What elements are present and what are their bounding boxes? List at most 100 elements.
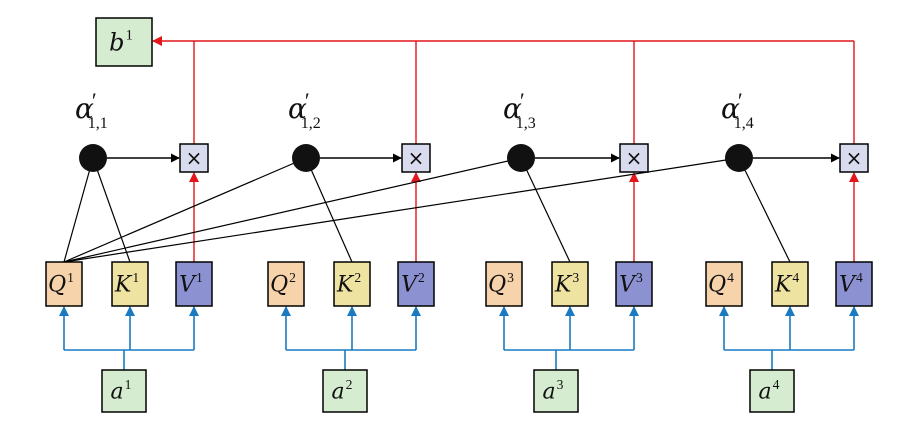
input-box-3-label-sup: 3	[557, 377, 564, 392]
key-box-4-label-sup: 4	[792, 270, 799, 285]
key-box-4-label: K4	[774, 270, 799, 298]
query-to-score-line	[63, 157, 94, 263]
query-to-score-line	[63, 157, 307, 263]
multiply-icon: ×	[626, 146, 643, 170]
input-box-4-box	[749, 369, 795, 413]
key-box-3-label: K3	[554, 270, 579, 298]
multiply-box	[839, 143, 869, 173]
input-box-2: a2	[322, 369, 368, 413]
key-box-1: K1	[111, 261, 149, 307]
query-box-3-label-base: Q	[488, 273, 506, 298]
input-box-4-label-base: a	[759, 380, 772, 405]
query-box-3-box	[485, 261, 523, 307]
key-box-2: K2	[333, 261, 371, 307]
key-to-score-line	[520, 157, 571, 263]
input-box-2-label-sup: 2	[346, 377, 353, 392]
input-box-1-label-base: a	[111, 380, 124, 405]
multiply-box	[401, 143, 431, 173]
attention-weight-subscript: 1,3	[516, 115, 536, 132]
key-box-1-label-sup: 1	[132, 270, 139, 285]
key-box-3-label-sup: 3	[572, 270, 579, 285]
query-box-4: Q4	[705, 261, 743, 307]
key-box-1-box	[111, 261, 149, 307]
query-box-4-label: Q4	[708, 270, 734, 298]
query-box-1-box	[45, 261, 83, 307]
query-box-2-label-sup: 2	[289, 270, 296, 285]
key-box-2-label-sup: 2	[354, 270, 361, 285]
query-box-1-label-base: Q	[48, 273, 66, 298]
key-box-1-label-base: K	[114, 273, 133, 298]
input-box-4-label-sup: 4	[773, 377, 780, 392]
value-box-3-label-sup: 3	[636, 270, 643, 285]
query-box-4-label-base: Q	[708, 273, 726, 298]
input-box-3: a3	[533, 369, 579, 413]
query-box-2-box	[267, 261, 305, 307]
value-box-1-label-sup: 1	[196, 270, 203, 285]
input-box-2-label: a2	[332, 377, 353, 405]
value-box-4: V4	[835, 261, 873, 307]
attention-weight-subscript: 1,2	[301, 115, 321, 132]
input-box-2-box	[322, 369, 368, 413]
query-box-3-label-sup: 3	[507, 270, 514, 285]
key-box-2-label-base: K	[336, 273, 355, 298]
key-box-4-label-base: K	[774, 273, 793, 298]
multiply-icon: ×	[186, 146, 203, 170]
key-box-4-box	[771, 261, 809, 307]
value-box-2-box	[397, 261, 435, 307]
query-box-4-label-sup: 4	[727, 270, 734, 285]
input-box-4: a4	[749, 369, 795, 413]
input-box-2-label-base: a	[332, 380, 345, 405]
input-box-3-label: a3	[543, 377, 564, 405]
input-box-4-label: a4	[759, 377, 780, 405]
key-box-4: K4	[771, 261, 809, 307]
value-box-2-label: V2	[401, 270, 425, 298]
query-box-4-box	[705, 261, 743, 307]
input-box-1-label: a1	[111, 377, 132, 405]
value-box-3: V3	[615, 261, 653, 307]
query-box-3: Q3	[485, 261, 523, 307]
multiply-node: ×	[179, 143, 209, 173]
query-to-score-line	[63, 157, 740, 263]
key-box-2-box	[333, 261, 371, 307]
key-to-score-line	[738, 157, 791, 263]
key-box-1-label: K1	[114, 270, 139, 298]
multiply-icon: ×	[408, 146, 425, 170]
input-box-1: a1	[101, 369, 147, 413]
connection-lines	[59, 36, 859, 370]
output-b1-label: b1	[109, 28, 133, 57]
multiply-node: ×	[839, 143, 869, 173]
attention-score-dot	[292, 144, 320, 172]
value-box-2: V2	[397, 261, 435, 307]
query-box-3-label: Q3	[488, 270, 514, 298]
query-box-2-label: Q2	[270, 270, 296, 298]
value-box-4-label-base: V	[839, 273, 857, 298]
attention-weight-prime: ′	[738, 88, 743, 113]
key-box-3: K3	[551, 261, 589, 307]
key-box-2-label: K2	[336, 270, 361, 298]
attention-weight-label: α′1,3	[503, 88, 536, 132]
query-to-score-line	[63, 157, 522, 263]
attention-weight-prime: ′	[520, 88, 525, 113]
query-box-1: Q1	[45, 261, 83, 307]
output-b1-label-sup: 1	[125, 28, 132, 44]
key-box-3-label-base: K	[554, 273, 573, 298]
attention-score-dot	[79, 144, 107, 172]
query-box-2-label-base: Q	[270, 273, 288, 298]
input-box-1-label-sup: 1	[125, 377, 132, 392]
value-box-3-label: V3	[619, 270, 643, 298]
output-b1: b1	[95, 17, 153, 67]
query-box-2: Q2	[267, 261, 305, 307]
input-box-3-box	[533, 369, 579, 413]
output-b1-label-base: b	[109, 28, 124, 56]
query-box-1-label-sup: 1	[67, 270, 74, 285]
attention-score-dot	[507, 144, 535, 172]
attention-weight-alpha: α	[721, 92, 740, 125]
value-box-3-label-base: V	[619, 273, 637, 298]
value-box-1-box	[175, 261, 213, 307]
multiply-node: ×	[401, 143, 431, 173]
multiply-node: ×	[619, 143, 649, 173]
attention-weight-alpha: α	[288, 92, 307, 125]
attention-score-dot	[725, 144, 753, 172]
